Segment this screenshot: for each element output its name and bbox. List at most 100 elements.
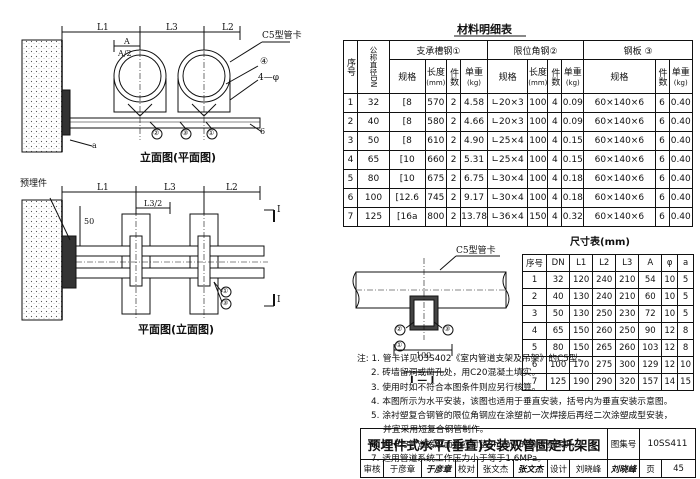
dimensions-head-cell: A <box>638 254 663 272</box>
materials-cell: ∟20×3 <box>486 112 529 132</box>
dimensions-title: 尺寸表(mm) <box>570 237 630 248</box>
dimensions-cell: 250 <box>615 322 640 340</box>
dim-L1-plan: L1 <box>97 183 109 193</box>
dimensions-cell: 125 <box>546 373 571 391</box>
callout-3-elev: ③ <box>182 129 189 137</box>
check-label: 校对 <box>455 460 477 477</box>
materials-cell: 60×140×6 <box>583 150 656 170</box>
materials-cell: 0.40 <box>668 169 693 189</box>
materials-cell: 100 <box>527 112 549 132</box>
note-line: 5. 涂衬塑复合钢管的限位角钢应在涂塑前一次焊接后再经二次涂塑成型安装， <box>371 411 673 422</box>
materials-cell: 2 <box>446 131 462 151</box>
dimensions-cell: 130 <box>569 305 594 323</box>
dim-50-plan: 50 <box>84 217 95 226</box>
callout-2-elev: ② <box>153 129 160 137</box>
materials-cell: 745 <box>424 188 448 208</box>
materials-cell: 100 <box>527 93 549 113</box>
dimensions-head-cell: a <box>677 254 694 272</box>
clamp-label-elev: C5型管卡 <box>262 31 302 41</box>
materials-head-no: 序号 <box>343 40 358 94</box>
materials-cell: 100 <box>527 131 549 151</box>
reviewer-name: 于彦章 <box>383 460 421 477</box>
callout-4-elev: ④ <box>260 57 269 67</box>
dimensions-head-cell: φ <box>661 254 679 272</box>
note-line: 6. 管卡与管道接触面处应衬垫3mm厚的橡胶圈保护。 <box>371 439 581 450</box>
materials-cell: 60×140×6 <box>583 169 656 189</box>
dimensions-cell: 65 <box>546 322 571 340</box>
dim-100-section: 100 <box>416 351 432 360</box>
callout-3-plan: ③ <box>222 299 229 307</box>
materials-cell: 4.90 <box>460 131 488 151</box>
dimensions-cell: 10 <box>661 305 679 323</box>
materials-cell: 4 <box>547 207 563 227</box>
dim-L3-elev: L3 <box>166 23 178 33</box>
materials-cell: 0.40 <box>668 150 693 170</box>
materials-head-g1: 支承槽钢① <box>389 40 488 60</box>
dimensions-head-cell: 序号 <box>521 254 548 272</box>
materials-cell: 0.40 <box>668 131 693 151</box>
head-qty-1: 件数 <box>446 59 462 94</box>
materials-cell: 4 <box>547 169 563 189</box>
atlas-number: 10SS411 <box>639 429 695 459</box>
dimensions-cell: 32 <box>546 271 571 289</box>
materials-cell: 4.66 <box>460 112 488 132</box>
wall-elevation <box>21 39 63 153</box>
materials-cell: 9.17 <box>460 188 488 208</box>
dim-Ahalf-elev: A/2 <box>118 49 132 58</box>
materials-head-dn: 公称直径DN <box>357 40 390 94</box>
materials-cell: 570 <box>424 93 448 113</box>
dimensions-cell: 5 <box>677 271 694 289</box>
dimensions-cell: 72 <box>638 305 663 323</box>
sym-a-elev: 6 <box>260 127 266 136</box>
dimensions-cell: 157 <box>638 373 663 391</box>
materials-cell: 40 <box>357 112 390 132</box>
materials-cell: [8 <box>389 131 426 151</box>
materials-cell: [8 <box>389 93 426 113</box>
dimensions-cell: 3 <box>521 305 548 323</box>
page-number: 45 <box>661 460 695 477</box>
materials-cell: 0.09 <box>561 93 585 113</box>
materials-cell: [8 <box>389 112 426 132</box>
materials-cell: 6 <box>654 93 670 113</box>
callout-2-section: ② <box>396 325 403 333</box>
materials-cell: [10 <box>389 169 426 189</box>
materials-cell: 2 <box>343 112 358 132</box>
callout-1-section: ① <box>396 341 403 349</box>
materials-cell: 5 <box>343 169 358 189</box>
materials-cell: 6 <box>654 112 670 132</box>
checker-name: 张文杰 <box>477 460 513 477</box>
dimensions-cell: 260 <box>592 322 617 340</box>
materials-cell: 5.31 <box>460 150 488 170</box>
materials-cell: 1 <box>343 93 358 113</box>
materials-cell: 7 <box>343 207 358 227</box>
dimensions-head-cell: L2 <box>592 254 617 272</box>
dimensions-cell: 54 <box>638 271 663 289</box>
materials-cell: 2 <box>446 207 462 227</box>
materials-cell: 60×140×6 <box>583 93 656 113</box>
note-line: 注: 1. 管卡详见03S402《室内管道支架及吊架》的C5型。 <box>357 354 587 364</box>
materials-cell: 0.09 <box>561 112 585 132</box>
dimensions-cell: 40 <box>546 288 571 306</box>
materials-cell: 2 <box>446 188 462 208</box>
materials-cell: 0.40 <box>668 93 693 113</box>
elevation-title: 立面图(平面图) <box>140 151 217 164</box>
materials-cell: 6 <box>654 131 670 151</box>
materials-cell: 3 <box>343 131 358 151</box>
section-mark-bottom: I <box>277 295 281 305</box>
dimensions-cell: 8 <box>677 322 694 340</box>
materials-cell: 0.15 <box>561 150 585 170</box>
dimensions-cell: 120 <box>569 271 594 289</box>
materials-cell: 2 <box>446 150 462 170</box>
materials-cell: 800 <box>424 207 448 227</box>
materials-cell: ∟20×3 <box>486 93 529 113</box>
head-qty-2: 件数 <box>547 59 563 94</box>
materials-cell: ∟25×4 <box>486 150 529 170</box>
elevation-view <box>21 26 290 153</box>
